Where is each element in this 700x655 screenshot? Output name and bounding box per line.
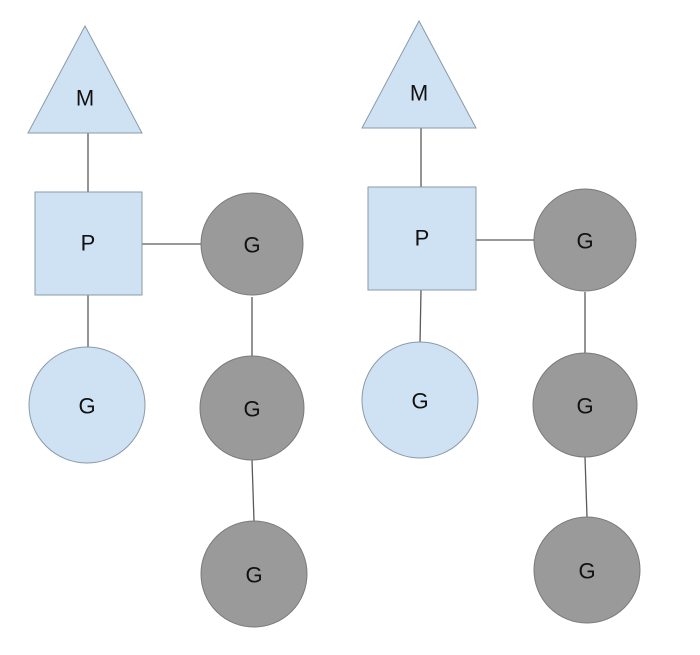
queued-goroutine-node [200, 192, 304, 296]
group-left: M P G G G G [27, 24, 308, 628]
machine-label: M [76, 86, 94, 111]
queued-goroutine-node [200, 520, 308, 628]
processor-label: P [415, 226, 430, 251]
edge-p-running-g [419, 289, 422, 344]
group-right: M P G G G G [361, 19, 641, 624]
queued-goroutine-node [199, 355, 305, 461]
edge-queue-2-3 [584, 456, 588, 518]
running-goroutine-node [361, 341, 479, 459]
queued-goroutine-label: G [243, 233, 260, 258]
queued-goroutine-label: G [578, 559, 595, 584]
queued-goroutine-node [532, 352, 638, 458]
queued-goroutine-label: G [576, 394, 593, 419]
machine-node [27, 24, 143, 134]
processor-node [34, 191, 143, 296]
running-goroutine-label: G [78, 394, 95, 419]
running-goroutine-label: G [411, 389, 428, 414]
running-goroutine-node [28, 346, 146, 464]
processor-node [367, 186, 477, 291]
queued-goroutine-label: G [576, 229, 593, 254]
processor-label: P [81, 231, 96, 256]
queued-goroutine-node [533, 516, 641, 624]
edge-queue-2-3 [251, 459, 255, 522]
queued-goroutine-node [533, 188, 637, 292]
queued-goroutine-label: G [245, 563, 262, 588]
machine-node [361, 19, 477, 129]
queued-goroutine-label: G [243, 397, 260, 422]
machine-label: M [410, 81, 428, 106]
